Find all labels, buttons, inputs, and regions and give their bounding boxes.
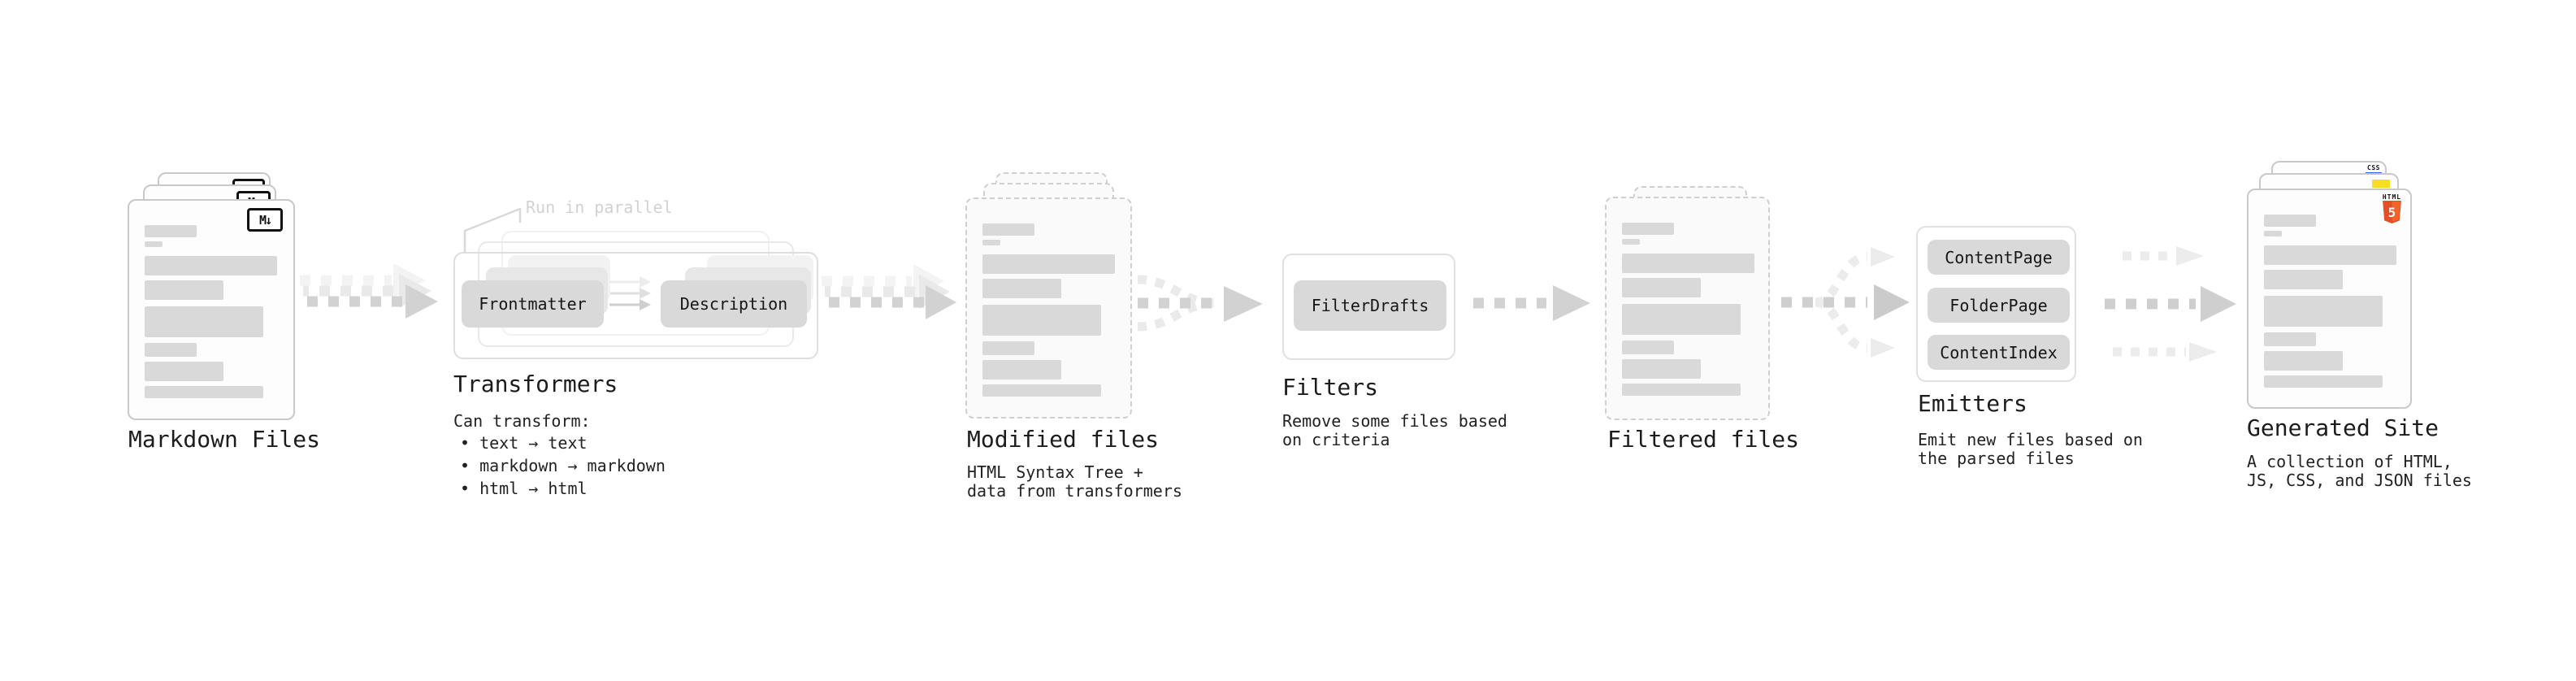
arrow-markdown-to-transformers <box>300 263 438 319</box>
skeleton-bar <box>145 386 263 398</box>
skeleton-bar <box>2264 332 2316 346</box>
html5-icon-label: HTML <box>2382 193 2402 201</box>
filters-description: Remove some files based on criteria <box>1282 412 1507 449</box>
skeleton-bar <box>2264 245 2396 265</box>
stage-label-emitters: Emitters <box>1918 390 2027 417</box>
arrow-filtered-to-emitters <box>1781 247 1910 358</box>
skeleton-bar <box>1622 304 1741 335</box>
skeleton-bar <box>982 384 1101 397</box>
description-transformer: Description <box>661 280 807 327</box>
bullet-item: • markdown → markdown <box>460 456 666 475</box>
generated-page-html: HTML 5 <box>2247 189 2412 409</box>
bullet-item: • text → text <box>460 433 588 453</box>
html5-icon: HTML 5 <box>2382 193 2402 223</box>
skeleton-bar <box>2264 296 2383 327</box>
skeleton-bar <box>2264 351 2343 371</box>
skeleton-bar <box>2264 215 2316 227</box>
bullet-item: • html → html <box>460 479 588 498</box>
arrow-filters-to-filtered <box>1473 285 1590 321</box>
stage-label-transformers: Transformers <box>453 371 618 397</box>
description-line: HTML Syntax Tree + <box>967 462 1143 482</box>
arrow-modified-to-filters <box>1137 275 1263 332</box>
stage-label-filtered-files: Filtered files <box>1607 426 1800 453</box>
stage-label-generated-site: Generated Site <box>2247 414 2439 441</box>
skeleton-bar <box>982 360 1061 380</box>
description-line: on criteria <box>1282 430 1390 449</box>
transformers-bullet-list: • text → text • markdown → markdown • ht… <box>460 432 666 500</box>
skeleton-bar <box>1622 384 1741 396</box>
skeleton-bar <box>1622 223 1674 235</box>
frontmatter-transformer: Frontmatter <box>462 280 604 327</box>
frontmatter-transformer-stack: Frontmatter <box>462 255 610 327</box>
transformer-frame <box>453 252 818 359</box>
filtered-file-page-front <box>1605 197 1770 420</box>
skeleton-bar <box>145 362 223 381</box>
skeleton-bar <box>145 225 197 237</box>
skeleton-bar <box>145 241 163 247</box>
modified-file-page-front <box>965 197 1132 419</box>
description-line: JS, CSS, and JSON files <box>2247 471 2472 490</box>
stage-label-modified-files: Modified files <box>967 426 1160 453</box>
skeleton-bar <box>982 305 1101 336</box>
skeleton-bar <box>2264 270 2343 289</box>
arrow-emitters-to-generated <box>2105 246 2236 362</box>
contentpage-emitter: ContentPage <box>1928 240 2070 275</box>
markdown-icon: M↓ <box>247 208 283 232</box>
generated-site-description: A collection of HTML, JS, CSS, and JSON … <box>2247 453 2472 490</box>
skeleton-bar <box>145 280 223 300</box>
skeleton-bar <box>1622 359 1701 379</box>
description-line: Emit new files based on <box>1918 430 2143 449</box>
skeleton-bar <box>982 240 1000 245</box>
run-in-parallel-note: Run in parallel <box>526 197 673 217</box>
skeleton-bar <box>145 256 277 275</box>
skeleton-bar <box>982 279 1061 298</box>
emitters-frame: ContentPage FolderPage ContentIndex <box>1916 226 2076 382</box>
javascript-icon <box>2372 180 2390 188</box>
skeleton-bar <box>145 343 197 357</box>
modified-files-description: HTML Syntax Tree + data from transformer… <box>967 463 1182 501</box>
css-icon-label: CSS <box>2367 164 2380 171</box>
arrow-transformers-to-modified <box>822 264 956 319</box>
transformers-desc-title: Can transform: <box>453 411 591 431</box>
description-transformer-stack: Description <box>661 255 813 327</box>
svg-text:5: 5 <box>2388 206 2396 220</box>
skeleton-bar <box>2264 375 2383 388</box>
description-line: A collection of HTML, <box>2247 452 2452 471</box>
markdown-file-page-front: M↓ <box>128 199 295 420</box>
emitters-description: Emit new files based on the parsed files <box>1918 431 2143 468</box>
skeleton-bar <box>2264 231 2282 236</box>
skeleton-bar <box>982 254 1115 274</box>
skeleton-bar <box>1622 278 1701 297</box>
skeleton-bar <box>1622 340 1674 354</box>
contentindex-emitter: ContentIndex <box>1928 335 2070 370</box>
skeleton-bar <box>1622 239 1640 245</box>
description-line: data from transformers <box>967 481 1182 501</box>
stage-label-filters: Filters <box>1282 374 1379 401</box>
filters-frame: FilterDrafts <box>1282 254 1455 360</box>
skeleton-bar <box>1622 254 1754 273</box>
filterdrafts-filter: FilterDrafts <box>1294 280 1446 331</box>
skeleton-bar <box>145 306 263 337</box>
html5-shield: 5 <box>2383 201 2401 223</box>
description-line: the parsed files <box>1918 449 2075 468</box>
stage-label-markdown-files: Markdown Files <box>128 426 321 453</box>
skeleton-bar <box>982 341 1034 355</box>
skeleton-bar <box>982 223 1034 236</box>
description-line: Remove some files based <box>1282 411 1507 431</box>
folderpage-emitter: FolderPage <box>1928 288 2070 323</box>
